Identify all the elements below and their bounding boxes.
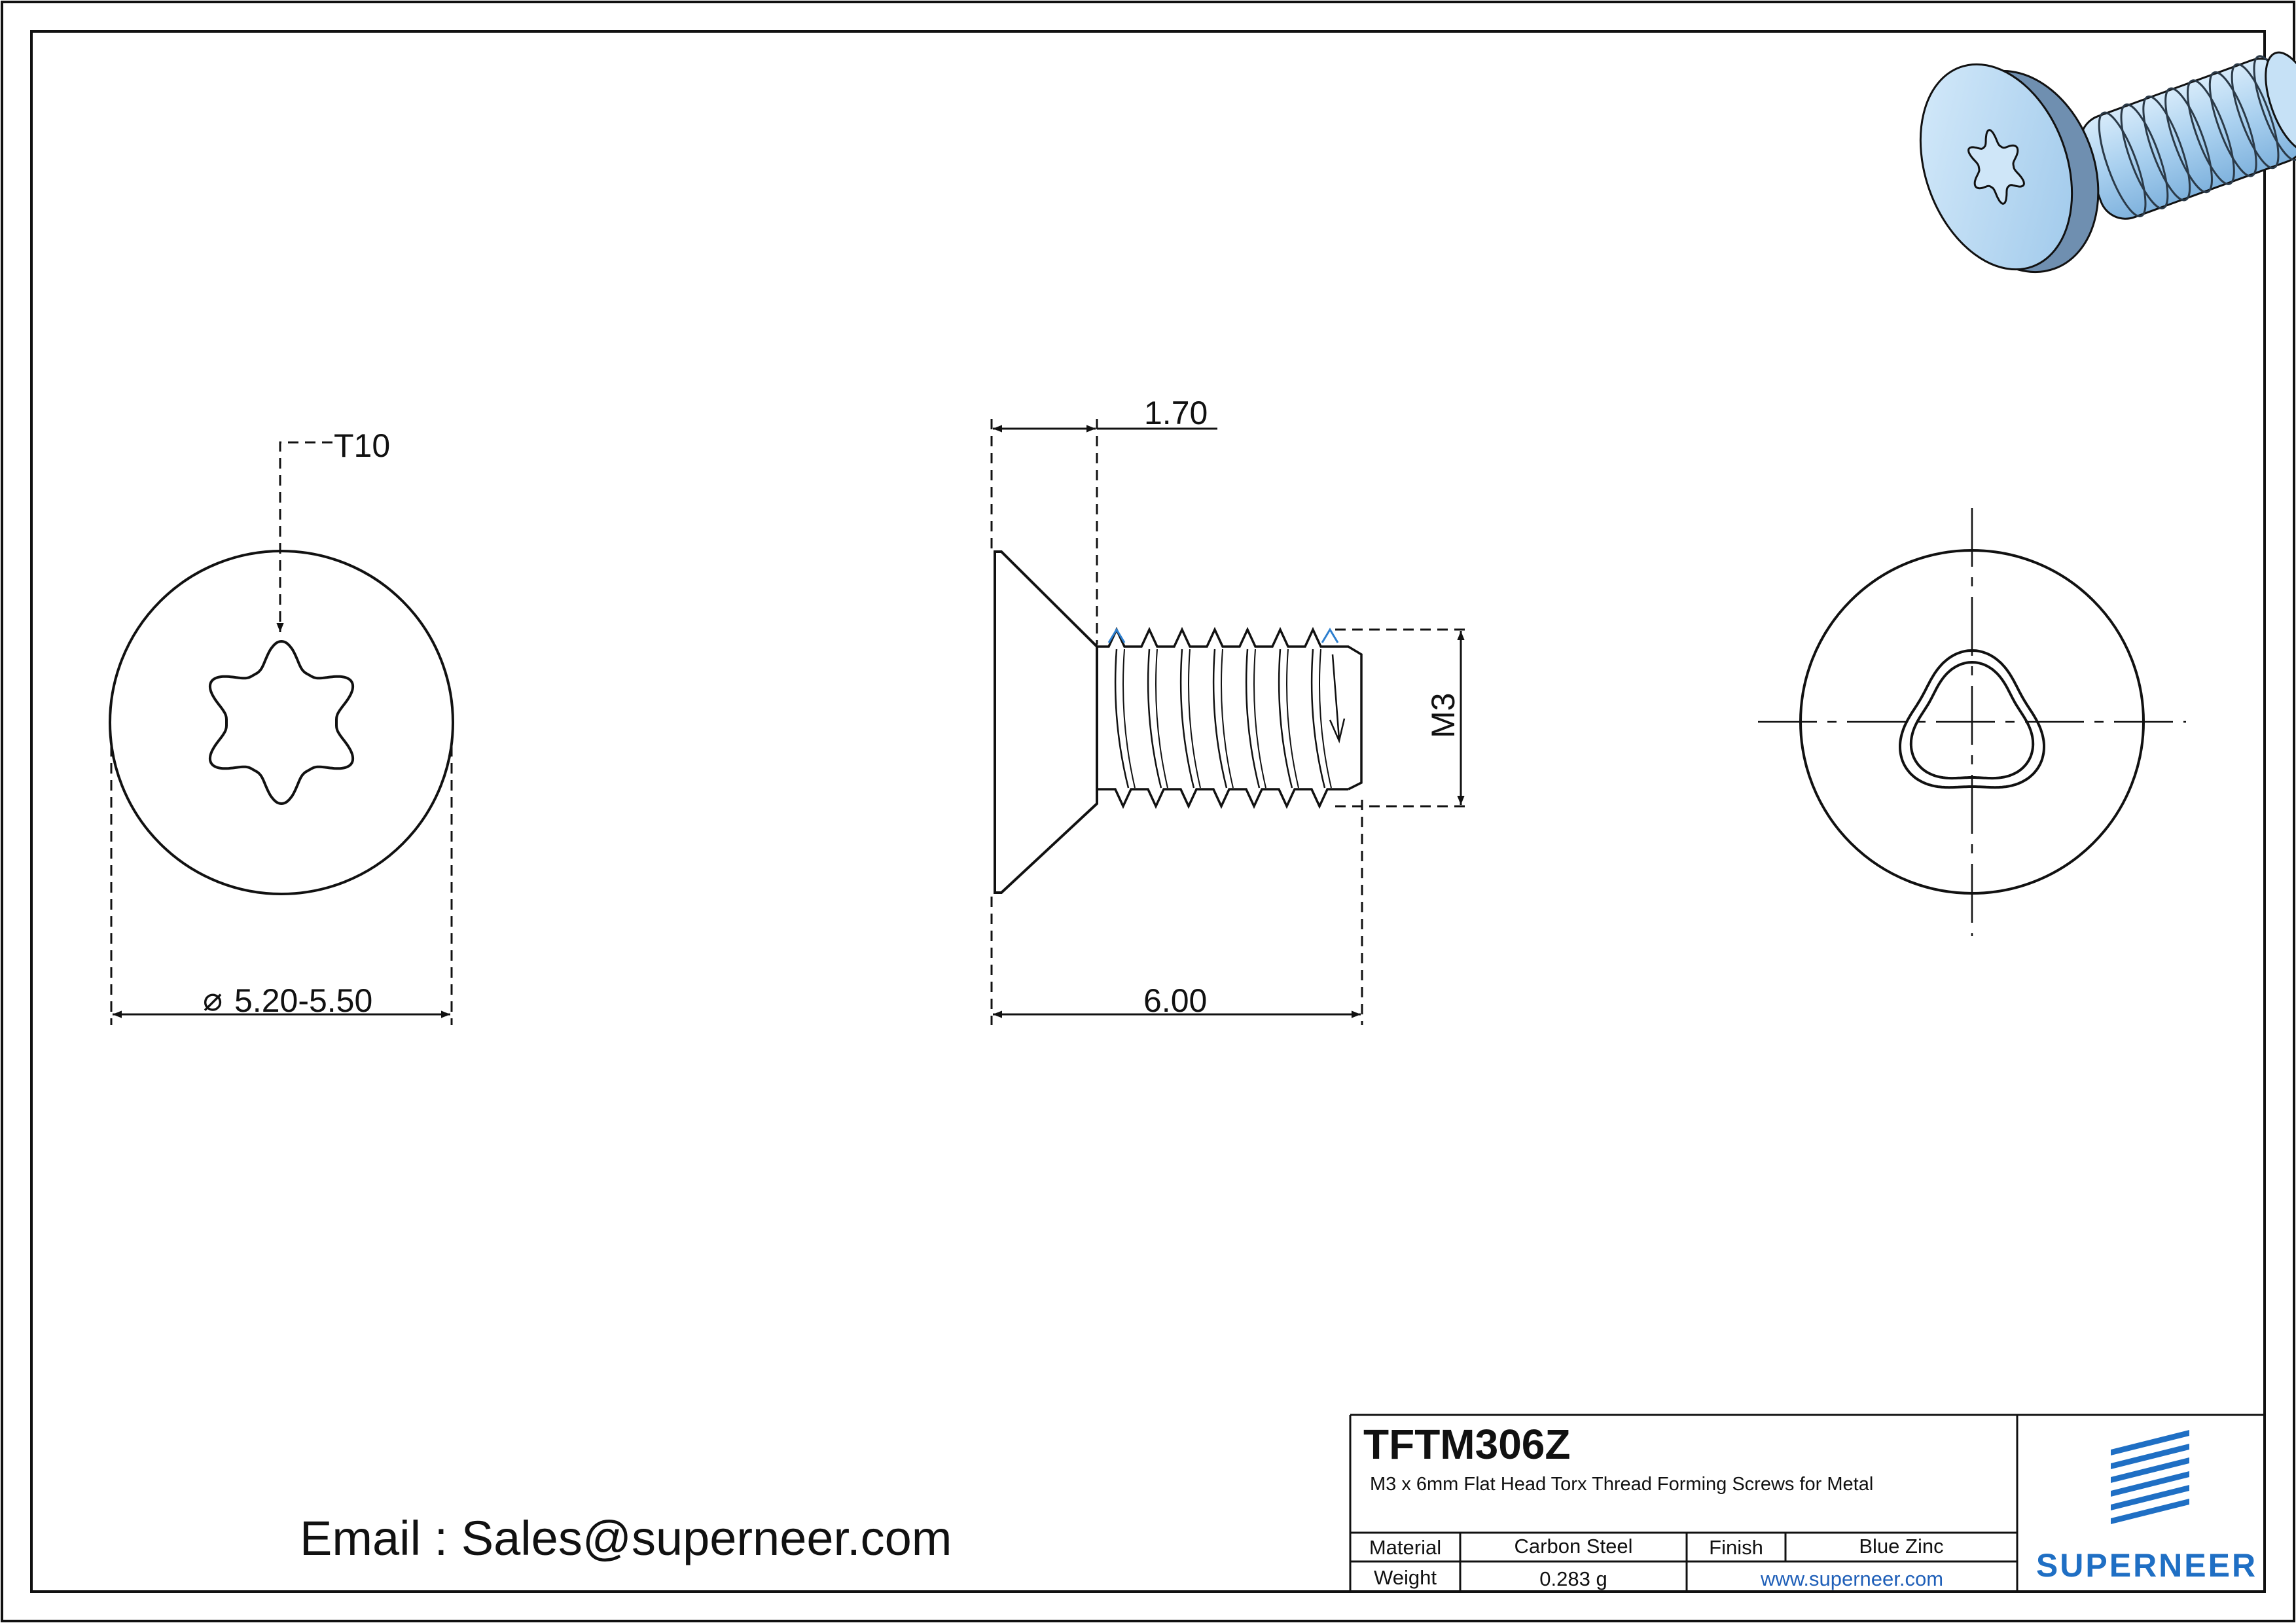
material-value: Carbon Steel <box>1514 1535 1633 1558</box>
thread-flank-line <box>1147 649 1162 789</box>
thread-start-mark-left <box>1107 628 1126 643</box>
thread-flank-line <box>1179 649 1195 789</box>
title-block <box>1349 1414 2265 1592</box>
render-tip <box>2265 51 2296 153</box>
thread-profile <box>1096 626 1363 810</box>
finish-label: Finish <box>1709 1536 1763 1559</box>
thread-flank-line <box>1212 649 1228 789</box>
screw-3d-render <box>1919 51 2296 274</box>
thread-flank-line <box>1188 649 1201 789</box>
diameter-value: 5.20-5.50 <box>234 982 372 1019</box>
contact-email[interactable]: Email : Sales@superneer.com <box>300 1511 952 1565</box>
weight-value: 0.283 g <box>1539 1567 1607 1590</box>
thread-flank-line <box>1278 649 1293 789</box>
render-thread-ring <box>2120 103 2169 209</box>
inner-border <box>30 30 2266 1593</box>
thread-flank-line <box>1221 649 1234 789</box>
render-threads <box>2098 55 2296 218</box>
finish-value: Blue Zinc <box>1859 1535 1944 1558</box>
material-label: Material <box>1369 1536 1442 1559</box>
render-thread-ring <box>2231 63 2280 169</box>
bottom-view <box>1758 508 2186 936</box>
thread-flank-line <box>1310 649 1326 789</box>
part-number: TFTM306Z <box>1363 1421 1571 1468</box>
thread-flank-line <box>1122 649 1136 789</box>
weight-label: Weight <box>1374 1566 1437 1589</box>
torx-size-label: T10 <box>334 427 390 464</box>
thread-flank-line <box>1155 649 1168 789</box>
superneer-stripes-logo <box>2111 1430 2189 1524</box>
thread-flanks <box>1114 649 1346 789</box>
head-circle <box>109 550 454 895</box>
render-torx-recess <box>1967 129 2025 205</box>
countersunk-head <box>994 550 1098 894</box>
render-thread-ring <box>2187 79 2235 185</box>
torx-leader-line <box>276 441 332 632</box>
thread-flank-line <box>1245 649 1261 789</box>
thread-flank-line <box>1286 649 1299 789</box>
brand-name: SUPERNEER <box>2036 1547 2258 1584</box>
side-view: 1.70 6.00 M3 <box>990 395 1466 1025</box>
part-description: M3 x 6mm Flat Head Torx Thread Forming S… <box>1370 1474 1874 1495</box>
length-value: 6.00 <box>1143 982 1207 1019</box>
render-thread-ring <box>2208 71 2257 177</box>
diameter-symbol: ⌀ <box>203 981 223 1018</box>
render-thread-ring <box>2098 111 2147 218</box>
trilobular-inner <box>1909 660 2035 780</box>
thread-flank-line <box>1253 649 1266 789</box>
thread-size-label: M3 <box>1425 693 1462 738</box>
website-link[interactable]: www.superneer.com <box>1760 1567 1944 1590</box>
thread-start-mark-right <box>1321 628 1339 643</box>
thread-taper-mark <box>1329 654 1346 743</box>
render-thread-ring <box>2142 95 2191 202</box>
torx-recess <box>208 639 355 806</box>
thread-flank-line <box>1319 649 1332 789</box>
trilobular-outer <box>1899 649 2045 789</box>
top-view: T10 ⌀ 5.20-5.50 <box>109 427 454 1025</box>
thread-flank-line <box>1114 649 1130 789</box>
head-height-value: 1.70 <box>1144 395 1208 431</box>
render-thread-ring <box>2164 87 2213 194</box>
